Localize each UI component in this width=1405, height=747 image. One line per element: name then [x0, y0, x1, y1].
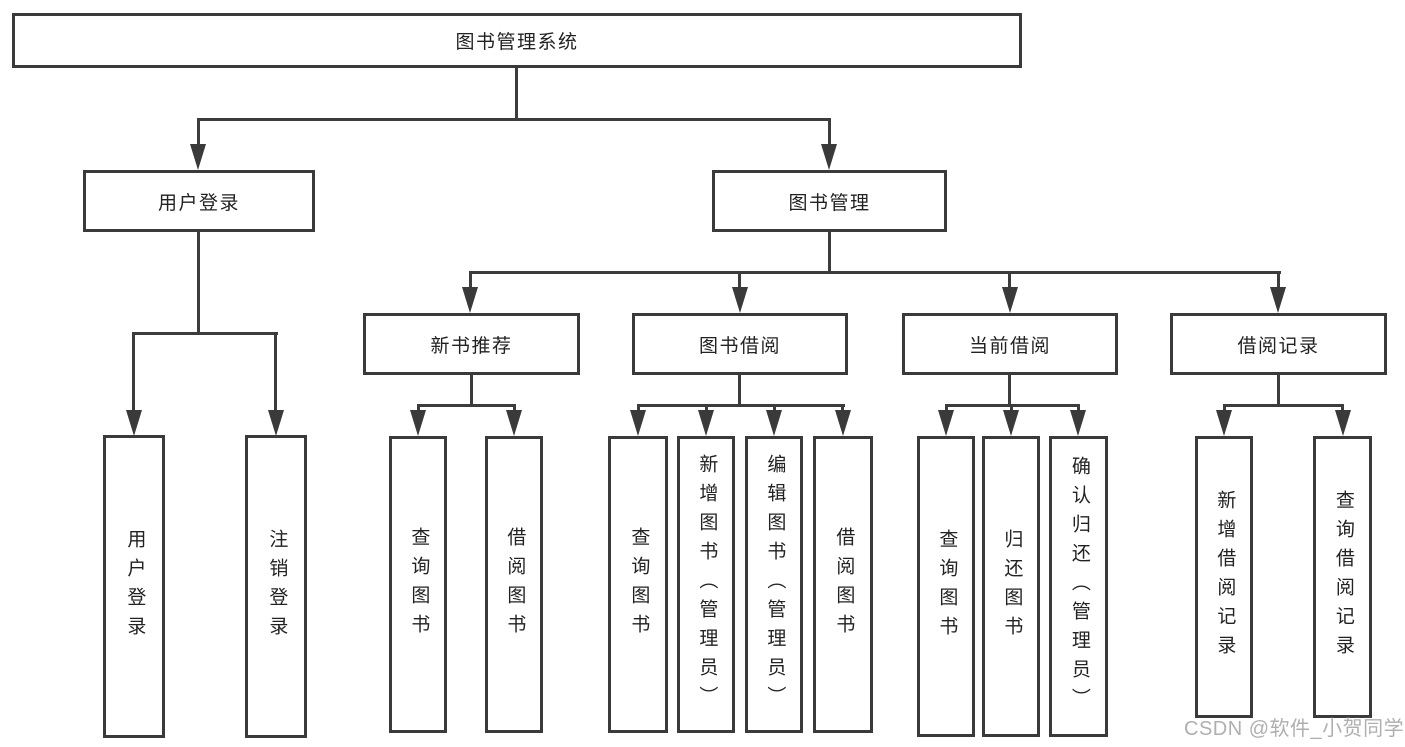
connector-line	[274, 332, 277, 412]
arrow-down-icon	[190, 144, 206, 170]
leaf-user-login: 用户登录	[103, 435, 165, 738]
leaf-confirm-return-admin: 确认归还（管理员）	[1049, 436, 1108, 737]
connector-line	[1277, 375, 1280, 407]
leaf-query-borrow-record: 查询借阅记录	[1313, 436, 1372, 718]
arrow-down-icon	[1216, 410, 1232, 436]
leaf-add-borrow-record: 新增借阅记录	[1195, 436, 1253, 718]
leaf-borrow-books-recommend: 借阅图书	[485, 436, 543, 733]
connector-line	[469, 271, 472, 292]
leaf-query-books-recommend: 查询图书	[389, 436, 447, 733]
arrow-down-icon	[766, 410, 782, 436]
arrow-down-icon	[1070, 410, 1086, 436]
leaf-label: 注销登录	[266, 528, 288, 645]
leaf-label: 归还图书	[1001, 528, 1023, 645]
arrow-down-icon	[462, 287, 478, 313]
connector-line	[197, 232, 200, 335]
arrow-down-icon	[1003, 410, 1019, 436]
connector-line	[417, 404, 516, 407]
connector-line	[1223, 404, 1344, 407]
leaf-label: 新增图书（管理员）	[696, 454, 718, 715]
connector-line	[197, 118, 200, 150]
leaf-query-books-borrowing: 查询图书	[608, 436, 668, 733]
connector-line	[469, 271, 1281, 274]
leaf-edit-book-admin: 编辑图书（管理员）	[745, 436, 803, 733]
node-user-login: 用户登录	[83, 170, 315, 232]
connector-line	[1008, 271, 1011, 292]
leaf-label: 查询图书	[408, 526, 430, 643]
connector-line	[197, 118, 831, 121]
leaf-label: 编辑图书（管理员）	[764, 454, 786, 715]
arrow-down-icon	[821, 144, 837, 170]
arrow-down-icon	[630, 410, 646, 436]
node-book-management: 图书管理	[712, 170, 947, 232]
arrow-down-icon	[506, 410, 522, 436]
leaf-label: 查询图书	[628, 526, 650, 643]
leaf-query-books-current: 查询图书	[917, 436, 975, 737]
connector-line	[738, 271, 741, 292]
csdn-watermark: CSDN @软件_小贺同学	[1184, 718, 1405, 740]
arrow-down-icon	[698, 410, 714, 436]
connector-line	[637, 404, 845, 407]
leaf-borrow-books-borrowing: 借阅图书	[813, 436, 873, 733]
node-new-book-recommend: 新书推荐	[363, 313, 580, 375]
leaf-label: 新增借阅记录	[1214, 490, 1236, 664]
arrow-down-icon	[835, 410, 851, 436]
connector-line	[1277, 271, 1280, 292]
connector-line	[133, 332, 278, 335]
node-root: 图书管理系统	[12, 13, 1022, 68]
leaf-add-book-admin: 新增图书（管理员）	[677, 436, 735, 733]
arrow-down-icon	[126, 410, 142, 436]
connector-line	[1008, 375, 1011, 407]
leaf-logout: 注销登录	[245, 435, 307, 738]
arrow-down-icon	[1002, 287, 1018, 313]
arrow-down-icon	[1270, 287, 1286, 313]
connector-line	[738, 375, 741, 407]
connector-line	[132, 332, 135, 412]
connector-line	[828, 118, 831, 150]
leaf-label: 查询图书	[936, 528, 958, 645]
arrow-down-icon	[938, 410, 954, 436]
node-borrowing-records: 借阅记录	[1170, 313, 1387, 375]
leaf-label: 借阅图书	[504, 526, 526, 643]
arrow-down-icon	[410, 410, 426, 436]
connector-line	[515, 68, 518, 120]
leaf-label: 借阅图书	[833, 526, 855, 643]
arrow-down-icon	[1335, 410, 1351, 436]
leaf-label: 确认归还（管理员）	[1068, 456, 1090, 717]
arrow-down-icon	[268, 410, 284, 436]
connector-line	[828, 232, 831, 274]
node-book-borrowing: 图书借阅	[632, 313, 848, 375]
leaf-label: 用户登录	[124, 528, 146, 645]
leaf-label: 查询借阅记录	[1332, 490, 1354, 664]
arrow-down-icon	[732, 287, 748, 313]
connector-line	[470, 375, 473, 407]
node-current-borrowing: 当前借阅	[902, 313, 1118, 375]
leaf-return-books: 归还图书	[982, 436, 1040, 737]
